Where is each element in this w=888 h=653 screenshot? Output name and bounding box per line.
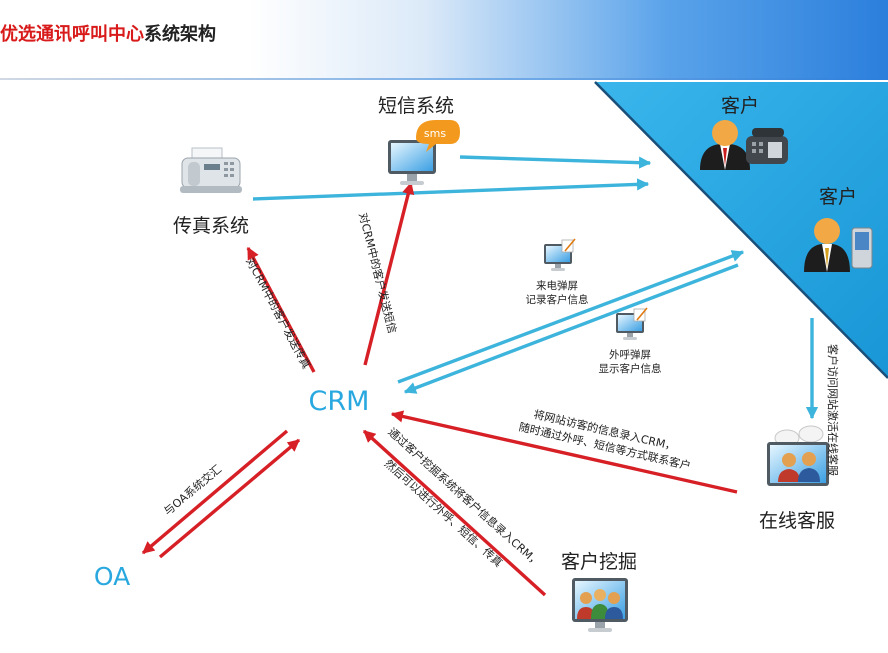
arrow-sms-to-customer	[459, 155, 652, 169]
arrow-crm-to-oa	[141, 429, 289, 555]
arrow-online-to-crm	[390, 410, 738, 494]
outgoing-popup-computer-icon	[616, 307, 648, 340]
title-rest: 系统架构	[144, 24, 216, 45]
customer-mining-label: 客户挖掘	[561, 551, 637, 573]
arrow-fax-to-customer	[252, 178, 650, 201]
arrow-crm-to-customer	[397, 250, 745, 384]
header-divider	[0, 78, 888, 80]
online-service-arrow-label: 客户访问网站激活在线客服	[826, 344, 840, 476]
outgoing-popup-label-line1: 外呼弹屏	[609, 348, 651, 361]
title-highlight: 优选通讯呼叫中心	[0, 24, 144, 45]
sms-system-label: 短信系统	[378, 95, 454, 117]
online-service-label: 在线客服	[759, 510, 835, 532]
customer-mobile-icon	[804, 218, 873, 272]
arrow-crm-to-fax	[246, 246, 316, 373]
fax-machine-icon	[180, 147, 242, 193]
arrow-oa-to-crm	[158, 438, 301, 559]
fax-system-label: 传真系统	[173, 215, 249, 237]
edge-labels: 来电弹屏 记录客户信息 外呼弹屏 显示客户信息 对CRM中的客户发送短信 对CR…	[161, 211, 840, 569]
customer-phone-icon	[700, 120, 788, 170]
arrow-mining-to-crm	[362, 429, 547, 597]
customer-mining-icon	[572, 578, 628, 632]
online-service-icon	[767, 425, 829, 486]
oa-label: OA	[94, 562, 130, 591]
outgoing-popup-label-line2: 显示客户信息	[599, 362, 662, 375]
crm-label: CRM	[309, 386, 370, 417]
sms-badge: sms	[424, 127, 446, 140]
customer-label-bottom: 客户	[819, 186, 857, 208]
page-title: 优选通讯呼叫中心系统架构	[0, 20, 216, 46]
node-labels: 短信系统 传真系统 CRM OA 客户 客户 在线客服 客户挖掘	[94, 95, 857, 591]
arrow-crm-to-sms	[363, 181, 415, 366]
sms-computer-icon: sms	[388, 120, 460, 185]
customer-label-top: 客户	[721, 95, 759, 117]
arrow-customer-to-crm	[403, 263, 739, 394]
incoming-popup-label-line1: 来电弹屏	[536, 279, 578, 292]
header-banner	[0, 0, 888, 78]
incoming-popup-computer-icon	[544, 238, 576, 271]
mining-label-line1: 通过客户挖掘系统将客户信息录入CRM，	[385, 425, 544, 570]
arrows	[141, 155, 819, 597]
fax-arrow-label: 对CRM中的客户发送传真	[243, 255, 313, 371]
customer-region-edge	[594, 81, 888, 379]
incoming-popup-label-line2: 记录客户信息	[526, 293, 589, 306]
